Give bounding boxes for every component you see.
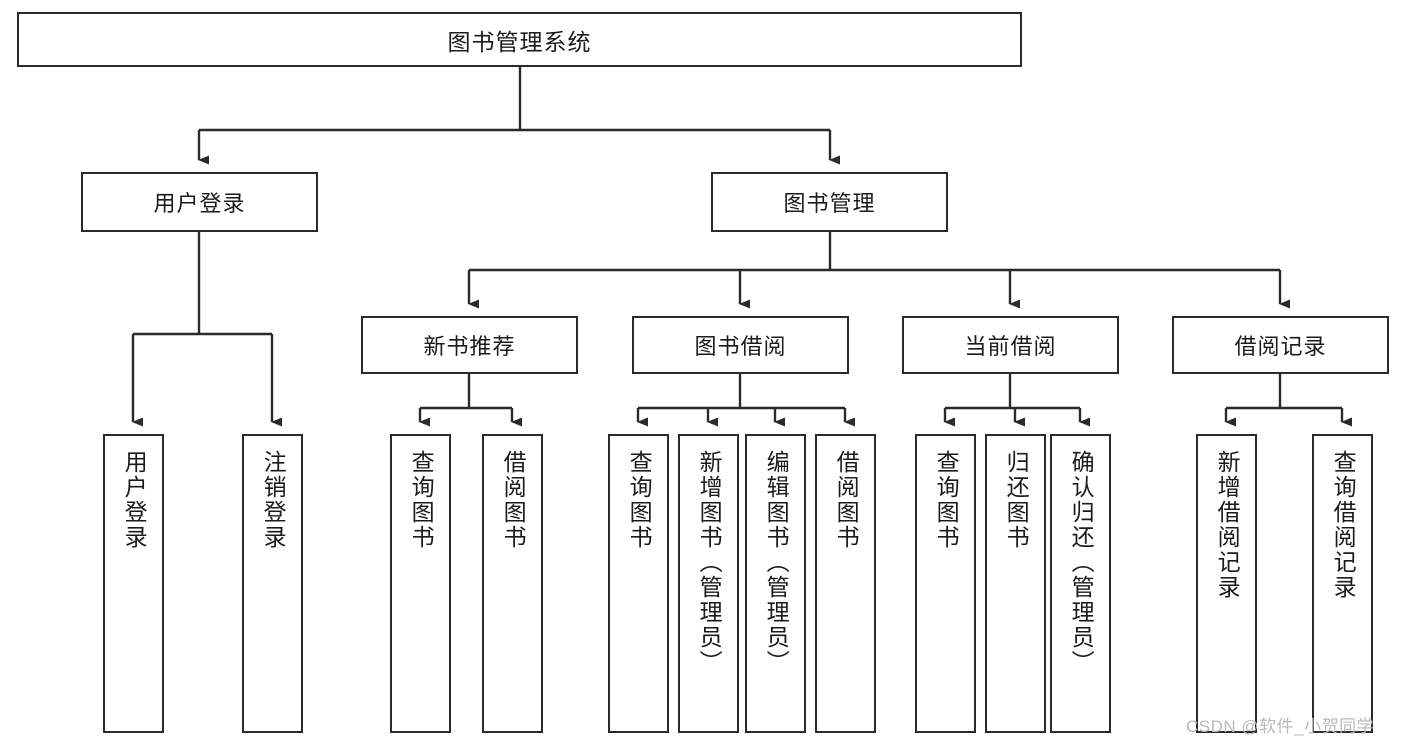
leaf-query-book-current[interactable]: 查询图书: [915, 434, 976, 733]
leaf-confirm-return-admin-label: 确认归还（管理员）: [1068, 450, 1095, 675]
leaf-return-book-label: 归还图书: [1003, 450, 1030, 550]
leaf-query-book-current-label: 查询图书: [933, 450, 960, 550]
leaf-query-book-borrow[interactable]: 查询图书: [608, 434, 669, 733]
leaf-edit-book-admin-label: 编辑图书（管理员）: [763, 450, 790, 675]
node-book-borrow-label: 图书借阅: [694, 334, 787, 359]
node-current-borrow[interactable]: 当前借阅: [902, 316, 1119, 374]
node-book-management[interactable]: 图书管理: [711, 172, 948, 232]
node-root-label: 图书管理系统: [447, 28, 592, 55]
leaf-logout[interactable]: 注销登录: [242, 434, 303, 733]
node-current-borrow-label: 当前借阅: [964, 334, 1057, 359]
leaf-borrow-book-new-label: 借阅图书: [500, 450, 527, 550]
leaf-query-borrow-record[interactable]: 查询借阅记录: [1312, 434, 1373, 733]
csdn-watermark: CSDN @软件_小贺同学: [1186, 717, 1375, 736]
leaf-query-book-borrow-label: 查询图书: [626, 450, 653, 550]
leaf-edit-book-admin[interactable]: 编辑图书（管理员）: [745, 434, 806, 733]
node-book-management-label: 图书管理: [783, 191, 876, 216]
leaf-logout-label: 注销登录: [260, 450, 287, 550]
leaf-borrow-book[interactable]: 借阅图书: [815, 434, 876, 733]
leaf-user-login[interactable]: 用户登录: [103, 434, 164, 733]
leaf-borrow-book-new[interactable]: 借阅图书: [482, 434, 543, 733]
node-book-borrow[interactable]: 图书借阅: [632, 316, 849, 374]
node-borrow-record-label: 借阅记录: [1234, 334, 1327, 359]
leaf-borrow-book-label: 借阅图书: [833, 450, 860, 550]
leaf-add-borrow-record-label: 新增借阅记录: [1214, 450, 1241, 600]
node-borrow-record[interactable]: 借阅记录: [1172, 316, 1389, 374]
leaf-add-book-admin-label: 新增图书（管理员）: [696, 450, 723, 675]
leaf-query-book-new[interactable]: 查询图书: [390, 434, 451, 733]
leaf-add-borrow-record[interactable]: 新增借阅记录: [1196, 434, 1257, 733]
node-user-login-label: 用户登录: [153, 191, 246, 216]
leaf-query-book-new-label: 查询图书: [408, 450, 435, 550]
leaf-user-login-label: 用户登录: [121, 450, 148, 550]
leaf-add-book-admin[interactable]: 新增图书（管理员）: [678, 434, 739, 733]
node-new-book-recommend-label: 新书推荐: [423, 334, 516, 359]
leaf-confirm-return-admin[interactable]: 确认归还（管理员）: [1050, 434, 1111, 733]
node-root-system[interactable]: 图书管理系统: [17, 12, 1022, 67]
leaf-query-borrow-record-label: 查询借阅记录: [1330, 450, 1357, 600]
node-user-login[interactable]: 用户登录: [81, 172, 318, 232]
leaf-return-book[interactable]: 归还图书: [985, 434, 1046, 733]
node-new-book-recommend[interactable]: 新书推荐: [361, 316, 578, 374]
